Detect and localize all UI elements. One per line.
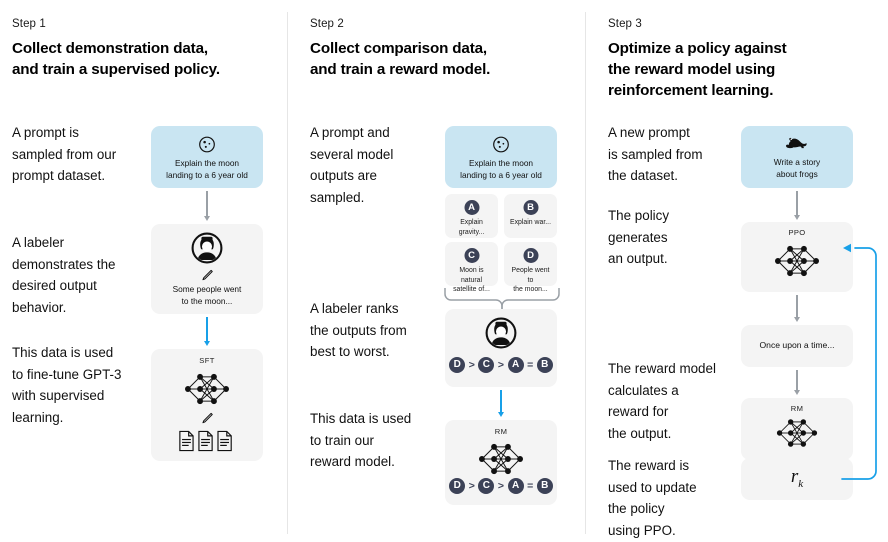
option-c-badge: C bbox=[464, 248, 479, 263]
step-3-title: Optimize a policy against the reward mod… bbox=[608, 40, 787, 99]
pencil-icon bbox=[200, 411, 215, 426]
option-d-badge: D bbox=[523, 248, 538, 263]
labeler-avatar-icon bbox=[485, 317, 517, 349]
neural-network-icon bbox=[771, 240, 823, 282]
labeler-avatar-icon bbox=[191, 232, 223, 264]
option-card-d[interactable]: D People went to the moon... bbox=[504, 242, 557, 293]
neural-network-icon bbox=[773, 414, 821, 452]
step-2-note-1: A prompt and several model outputs are s… bbox=[310, 125, 394, 205]
rm-rank-token-3: B bbox=[536, 478, 553, 494]
step-2-label: Step 2 bbox=[310, 18, 344, 30]
option-b-badge: B bbox=[523, 200, 538, 215]
rm-rank-op-2: = bbox=[527, 480, 534, 492]
step-3-arrow-3 bbox=[792, 370, 802, 396]
documents-icon bbox=[178, 430, 236, 452]
step-1-sft-tag: SFT bbox=[199, 356, 215, 365]
option-a-badge: A bbox=[464, 200, 479, 215]
option-b-text: Explain war... bbox=[510, 219, 551, 226]
rm-rank-token-1: C bbox=[478, 478, 495, 494]
step-3-note-4: The reward is used to update the policy … bbox=[608, 458, 697, 538]
step-1-prompt-card[interactable]: Explain the moon landing to a 6 year old bbox=[151, 126, 263, 188]
step-3-note-3: The reward model calculates a reward for… bbox=[608, 361, 716, 441]
neural-network-icon bbox=[475, 438, 527, 480]
step-3-note-1: A new prompt is sampled from the dataset… bbox=[608, 125, 703, 183]
rank-token-3: B bbox=[536, 357, 553, 373]
rank-token-1: C bbox=[478, 357, 495, 373]
step-2-note-2: A labeler ranks the outputs from best to… bbox=[310, 301, 407, 359]
column-divider-2 bbox=[585, 12, 586, 534]
step-3-arrow-2 bbox=[792, 295, 802, 323]
step-2-prompt-caption: Explain the moon landing to a 6 year old bbox=[460, 158, 542, 180]
reward-symbol: r bbox=[790, 466, 799, 487]
step-3-rm-tag: RM bbox=[790, 404, 804, 413]
rank-op-0: > bbox=[468, 359, 475, 371]
rm-rank-op-0: > bbox=[468, 480, 475, 492]
step-2-prompt-card[interactable]: Explain the moon landing to a 6 year old bbox=[445, 126, 557, 188]
step-1-labeler-caption: Some people went to the moon... bbox=[172, 284, 242, 306]
step-2-rm-card[interactable]: RM bbox=[445, 420, 557, 505]
step-1-column: Step 1 Collect demonstration data, and t… bbox=[0, 0, 287, 542]
rank-op-2: = bbox=[527, 359, 534, 371]
step-2-note-3: This data is used to train our reward mo… bbox=[310, 411, 412, 469]
step-2-arrow-2 bbox=[496, 390, 506, 418]
step-1-note-2: A labeler demonstrates the desired outpu… bbox=[12, 235, 116, 315]
step-2-title: Collect comparison data, and train a rew… bbox=[310, 40, 491, 78]
rm-rank-token-0: D bbox=[449, 478, 466, 494]
step-3-rm-card[interactable]: RM bbox=[741, 398, 853, 460]
step-1-note-1: A prompt is sampled from our prompt data… bbox=[12, 125, 117, 183]
step-1-labeler-card[interactable]: Some people went to the moon... bbox=[151, 224, 263, 314]
option-card-a[interactable]: A Explain gravity... bbox=[445, 194, 498, 238]
step-3-column: Step 3 Optimize a policy against the rew… bbox=[596, 0, 888, 542]
step-1-title: Collect demonstration data, and train a … bbox=[12, 40, 220, 78]
ppo-feedback-loop-arrow bbox=[840, 238, 888, 488]
step-3-output-caption: Once upon a time... bbox=[759, 340, 835, 350]
option-d-text: People went to the moon... bbox=[511, 267, 550, 293]
step-2-rm-tag: RM bbox=[494, 427, 508, 436]
option-card-b[interactable]: B Explain war... bbox=[504, 194, 557, 238]
step-3-note-2: The policy generates an output. bbox=[608, 208, 670, 266]
step-1-label: Step 1 bbox=[12, 18, 46, 30]
step-3-ppo-card[interactable]: PPO bbox=[741, 222, 853, 292]
step-2-rm-ranking-row: D > C > A = B bbox=[445, 478, 557, 494]
step-2-column: Step 2 Collect comparison data, and trai… bbox=[298, 0, 585, 542]
moon-icon bbox=[492, 135, 511, 154]
step-1-sft-card[interactable]: SFT bbox=[151, 349, 263, 461]
column-divider-1 bbox=[287, 12, 288, 534]
step-3-prompt-caption: Write a story about frogs bbox=[773, 157, 821, 179]
step-3-arrow-1 bbox=[792, 191, 802, 221]
step-1-prompt-caption: Explain the moon landing to a 6 year old bbox=[166, 158, 248, 180]
step-1-note-3: This data is used to fine-tune GPT-3 wit… bbox=[12, 345, 122, 425]
step-1-arrow-2 bbox=[202, 317, 212, 347]
rank-token-0: D bbox=[449, 357, 466, 373]
moon-icon bbox=[198, 135, 217, 154]
option-c-text: Moon is natural satellite of... bbox=[453, 267, 490, 293]
step-3-output-card[interactable]: Once upon a time... bbox=[741, 325, 853, 367]
rank-op-1: > bbox=[497, 359, 505, 371]
pencil-icon bbox=[200, 268, 215, 283]
step-3-reward-card[interactable]: rk bbox=[741, 458, 853, 500]
neural-network-icon bbox=[181, 368, 233, 410]
step-1-arrow-1 bbox=[202, 191, 212, 222]
step-3-label: Step 3 bbox=[608, 18, 642, 30]
step-3-prompt-card[interactable]: Write a story about frogs bbox=[741, 126, 853, 188]
rm-rank-op-1: > bbox=[497, 480, 505, 492]
frog-icon bbox=[785, 136, 809, 152]
rm-rank-token-2: A bbox=[507, 478, 524, 494]
reward-value: rk bbox=[741, 466, 853, 490]
reward-subscript: k bbox=[798, 477, 804, 490]
option-a-text: Explain gravity... bbox=[458, 219, 485, 236]
step-2-ranking-row: D > C > A = B bbox=[445, 357, 557, 373]
rank-token-2: A bbox=[507, 357, 524, 373]
option-card-c[interactable]: C Moon is natural satellite of... bbox=[445, 242, 498, 293]
step-3-ppo-tag: PPO bbox=[788, 228, 806, 237]
step-2-ranking-card[interactable]: D > C > A = B bbox=[445, 309, 557, 387]
